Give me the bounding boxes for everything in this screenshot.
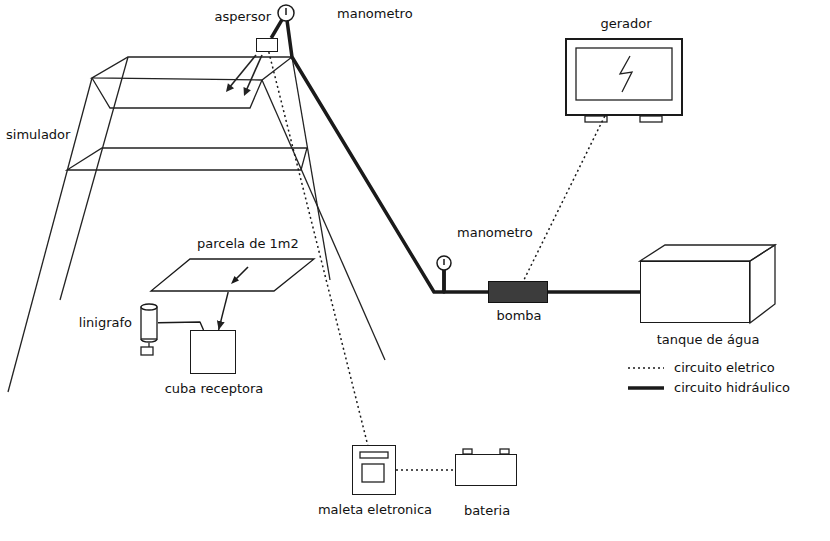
- spray-arrowhead: [244, 87, 251, 96]
- water-level-recorder: linigrafo: [140, 303, 158, 343]
- gauge-dial: [437, 256, 451, 270]
- legend-text: circuito hidráulico: [672, 380, 792, 396]
- pressure-gauge: manometro: [436, 255, 452, 271]
- hydraulic-pipe: [287, 21, 444, 292]
- plot-outline: [151, 259, 314, 291]
- pressure-gauge: manometro: [277, 4, 295, 22]
- legend-sample: [626, 360, 666, 376]
- shape-outline: [277, 4, 295, 22]
- gauge-needle: [443, 259, 445, 265]
- generator-screen: [576, 48, 672, 100]
- cylinder-bottom: [141, 339, 157, 342]
- recorder-base: [141, 347, 153, 355]
- node-label: manometro: [455, 225, 535, 241]
- gauge-dial: [278, 5, 294, 21]
- node-label: bateria: [462, 503, 512, 519]
- simulator-shelf: [67, 148, 307, 170]
- legend-text: circuito eletrico: [672, 360, 777, 376]
- case-display: [360, 452, 388, 458]
- simulator-leg: [262, 80, 385, 360]
- electric-wire: [396, 469, 455, 471]
- structure-label: simulador: [4, 127, 72, 143]
- node-label: linigrafo: [77, 315, 134, 331]
- node-label: gerador: [598, 16, 653, 32]
- shape-outline: [150, 258, 315, 292]
- legend-sample: [626, 380, 666, 396]
- collection-tank: cuba receptora: [190, 330, 236, 374]
- electric-wire: [523, 116, 604, 281]
- node-label: cuba receptora: [163, 381, 266, 397]
- node-label: bomba: [494, 308, 543, 324]
- lightning-symbol: [620, 56, 632, 92]
- spray-arrow: [246, 55, 262, 91]
- node-label: maleta eletronica: [316, 502, 434, 518]
- spray-arrow: [229, 55, 256, 88]
- gauge-needle: [285, 8, 287, 15]
- node-label: aspersor: [213, 9, 273, 25]
- node-label: parcela de 1m2: [195, 236, 301, 252]
- water-tank: tanque de água: [640, 261, 750, 323]
- case-panel: [362, 464, 384, 482]
- battery-box: bateria: [455, 454, 517, 486]
- node-label: manometro: [335, 6, 415, 22]
- legend-line: [628, 367, 664, 369]
- tank-side: [750, 245, 775, 323]
- runoff-arrowhead: [231, 276, 239, 284]
- flow-line: [219, 292, 229, 330]
- cylinder-body: [141, 307, 157, 339]
- generator-foot: [640, 116, 662, 122]
- flow-line: [158, 322, 204, 330]
- node-label: tanque de água: [655, 332, 762, 348]
- legend-line: [628, 386, 664, 390]
- cylinder-top: [141, 304, 157, 310]
- pump-box: bomba: [488, 281, 548, 303]
- shape-outline: [140, 303, 158, 343]
- sprinkler-box: aspersor: [256, 38, 278, 52]
- generator-box: gerador: [565, 38, 683, 116]
- plot-area: parcela de 1m2: [150, 258, 315, 292]
- simulator-leg: [8, 78, 92, 392]
- spray-arrowhead: [226, 83, 234, 92]
- shape-outline: [436, 255, 452, 271]
- simulator-leg: [60, 57, 128, 300]
- electronic-case: maleta eletronica: [352, 445, 396, 495]
- hydraulic-pipe: [548, 290, 640, 294]
- hydraulic-pipe: [444, 270, 488, 292]
